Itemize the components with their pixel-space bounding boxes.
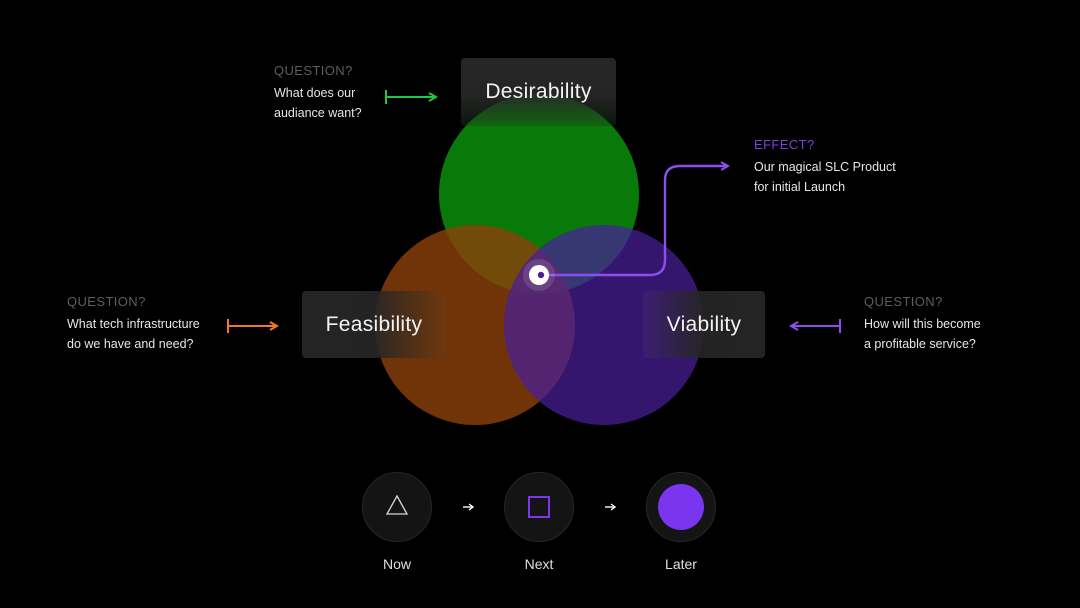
center-marker-dot [537, 271, 545, 279]
feasibility-label: Feasibility [302, 291, 446, 358]
square-icon [528, 496, 550, 518]
triangle-icon [385, 494, 409, 515]
effect-note: EFFECT? Our magical SLC Product for init… [754, 135, 924, 197]
effect-connector-line [548, 166, 728, 277]
viability-arrow [791, 319, 841, 333]
desirability-arrow [385, 90, 436, 104]
desirability-question: QUESTION? What does our audiance want? [274, 61, 384, 123]
viability-label: Viability [643, 291, 765, 358]
timeline-arrow-1 [463, 503, 475, 511]
desirability-question-text: What does our audiance want? [274, 86, 362, 120]
effect-text: Our magical SLC Product for initial Laun… [754, 160, 896, 194]
step-next [504, 472, 574, 542]
feasibility-question-heading: QUESTION? [67, 294, 146, 309]
step-now [362, 472, 432, 542]
circle-icon [658, 484, 704, 530]
viability-question-text: How will this become a profitable servic… [864, 317, 981, 351]
step-next-label: Next [524, 556, 554, 572]
viability-question: QUESTION? How will this become a profita… [864, 292, 1014, 354]
step-later-label: Later [665, 556, 697, 572]
step-later [646, 472, 716, 542]
feasibility-question-text: What tech infrastructure do we have and … [67, 317, 200, 351]
viability-question-heading: QUESTION? [864, 294, 943, 309]
desirability-question-heading: QUESTION? [274, 63, 353, 78]
feasibility-arrow [227, 319, 277, 333]
timeline-arrow-2 [605, 503, 617, 511]
effect-heading: EFFECT? [754, 137, 815, 152]
step-now-label: Now [382, 556, 411, 572]
feasibility-question: QUESTION? What tech infrastructure do we… [67, 292, 217, 354]
desirability-label: Desirability [461, 58, 616, 126]
